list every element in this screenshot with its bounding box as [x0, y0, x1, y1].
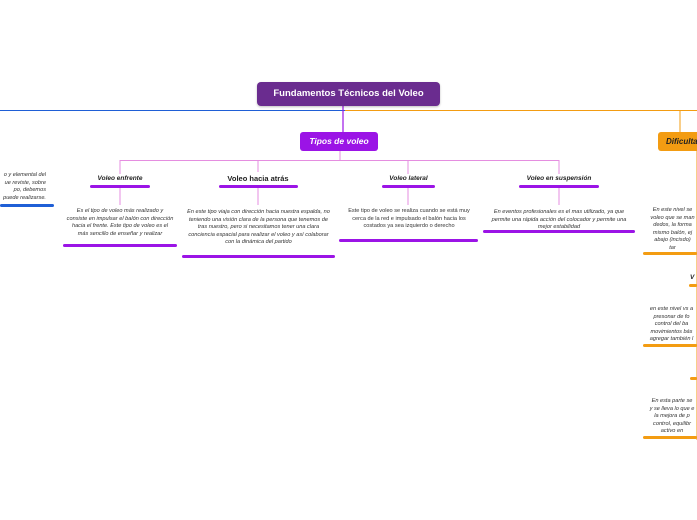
right-fragment-line: agregar también l [649, 336, 694, 343]
subtopic-voleo-en-suspension[interactable]: Voleo en suspensión [526, 175, 592, 182]
description-underline [483, 230, 635, 233]
right-fragment-line: En esta parte se [651, 398, 693, 404]
description-voleo-enfrente[interactable]: Es el tipo de voleo más realizado y cons… [66, 208, 174, 237]
right-fragment-line: mismo balón, ej [652, 229, 693, 236]
description-underline [339, 239, 478, 242]
right-fragment-line: control del ba [654, 321, 689, 328]
right-fragment-underline [643, 344, 697, 347]
description-underline [182, 255, 335, 258]
right-fragment-line: en este nivel vs a [649, 306, 694, 312]
right-fragment-block-3[interactable]: En esta parte se y se lleva lo que e la … [647, 398, 697, 436]
subtopic-underline [90, 185, 150, 188]
description-voleo-lateral[interactable]: Este tipo de voleo se realiza cuando se … [348, 208, 470, 230]
subtopic-underline [519, 185, 599, 188]
left-fragment-line: o y elemental del [3, 172, 46, 178]
subtopic-underline [382, 185, 435, 188]
right-fragment-line: dedos, la forma [653, 222, 692, 229]
left-fragment-description[interactable]: o y elemental del ue reviste, sobre po, … [0, 172, 46, 202]
right-fragment-label[interactable]: V [690, 274, 695, 281]
root-topic[interactable]: Fundamentos Técnicos del Voleo [257, 82, 440, 106]
right-fragment-line: En este nivel se [652, 207, 693, 213]
right-fragment-line: control, equilibr [653, 420, 691, 427]
subtopic-voleo-lateral[interactable]: Voleo lateral [389, 175, 428, 182]
right-fragment-underline [643, 436, 697, 439]
left-fragment-line: puede realizarse. [3, 194, 46, 201]
left-fragment-line: ue reviste, sobre [4, 179, 46, 186]
right-fragment-line: la mejora de p [654, 413, 690, 420]
right-fragment-line: presonar de fo [653, 313, 690, 320]
right-fragment-line: movimientos bás [650, 328, 693, 335]
right-fragment-block-1[interactable]: En este nivel se voleo que se man dedos,… [648, 207, 697, 253]
right-fragment-label-underline [689, 284, 697, 287]
right-fragment-underline [643, 252, 697, 255]
right-fragment-line: abajo (incisdo) [654, 237, 691, 244]
main-topic-tipos-de-voleo[interactable]: Tipos de voleo [300, 132, 378, 151]
subtopic-underline [219, 185, 298, 188]
left-fragment-underline [0, 204, 54, 207]
description-underline [63, 244, 177, 247]
description-voleo-en-suspension[interactable]: En eventos profesionales es el mas utili… [491, 209, 627, 231]
right-fragment-line: y se lleva lo que e [649, 405, 695, 412]
description-voleo-hacia-atras[interactable]: En este tipo viaja con dirección hacia n… [187, 209, 330, 246]
right-topic-dificultad[interactable]: Dificulta [658, 132, 697, 151]
right-fragment-line: activo en [660, 428, 684, 435]
right-fragment-line: voleo que se man [650, 214, 695, 221]
right-fragment-label-underline [690, 377, 697, 380]
subtopic-voleo-hacia-atras[interactable]: Voleo hacia atrás [227, 174, 289, 183]
subtopic-voleo-enfrente[interactable]: Voleo enfrente [97, 175, 143, 182]
right-fragment-line: tar [669, 244, 676, 251]
left-fragment-line: po, debemos [13, 187, 46, 194]
right-fragment-block-2[interactable]: en este nivel vs a presonar de fo contro… [646, 306, 697, 344]
